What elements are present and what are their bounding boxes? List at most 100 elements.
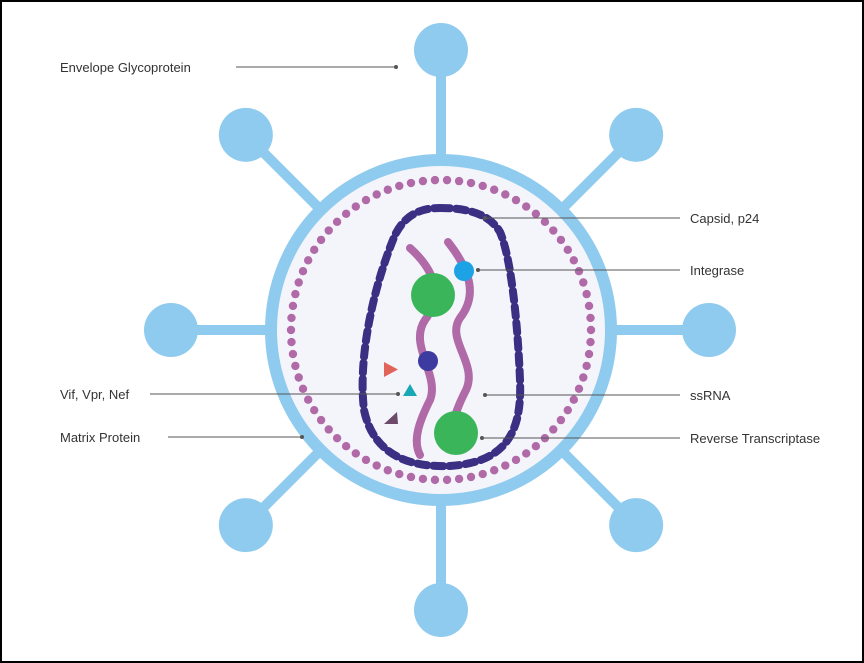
matrix-protein-dot: [299, 267, 307, 275]
matrix-protein-dot: [479, 182, 487, 190]
spike-head-top: [414, 23, 468, 77]
reverse-transcriptase-upper: [411, 273, 455, 317]
label-integrase: Integrase: [690, 263, 744, 278]
spike-head-right: [682, 303, 736, 357]
matrix-protein-dot: [582, 362, 590, 370]
matrix-protein-dot: [299, 385, 307, 393]
matrix-protein-dot: [304, 396, 312, 404]
matrix-protein-dot: [585, 350, 593, 358]
matrix-protein-dot: [557, 236, 565, 244]
spike-head-bottom-right: [609, 498, 663, 552]
matrix-protein-dot: [579, 373, 587, 381]
spike-head-top-right: [609, 108, 663, 162]
matrix-protein-dot: [586, 338, 594, 346]
spike-head-top-left: [219, 108, 273, 162]
protease-dot: [418, 351, 438, 371]
matrix-protein-dot: [455, 177, 463, 185]
reverse-transcriptase-leader-dot: [480, 436, 484, 440]
matrix-protein-dot: [310, 406, 318, 414]
matrix-protein-dot: [575, 267, 583, 275]
matrix-protein-dot: [575, 385, 583, 393]
matrix-protein-dot: [395, 470, 403, 478]
matrix-protein-dot: [372, 461, 380, 469]
matrix-protein-dot: [289, 302, 297, 310]
label-matrix-protein: Matrix Protein: [60, 430, 140, 445]
matrix-protein-dot: [587, 326, 595, 334]
matrix-protein-dot: [362, 196, 370, 204]
matrix-protein-dot: [479, 470, 487, 478]
matrix-protein-dot: [522, 449, 530, 457]
matrix-protein-dot: [384, 186, 392, 194]
matrix-protein-dot: [467, 179, 475, 187]
matrix-protein-dot: [532, 210, 540, 218]
matrix-protein-dot: [443, 476, 451, 484]
matrix-protein-dot: [372, 190, 380, 198]
matrix-protein-dot: [549, 425, 557, 433]
matrix-protein-dot: [490, 186, 498, 194]
matrix-protein-dot: [325, 425, 333, 433]
matrix-protein-dot: [304, 256, 312, 264]
matrix-protein-dot: [291, 290, 299, 298]
matrix-protein-dot: [287, 326, 295, 334]
matrix-protein-dot: [582, 290, 590, 298]
matrix-protein-dot: [342, 442, 350, 450]
matrix-protein-dot: [352, 202, 360, 210]
matrix-protein-dot: [362, 456, 370, 464]
matrix-protein-dot: [317, 236, 325, 244]
matrix-protein-dot: [407, 179, 415, 187]
matrix-protein-dot: [586, 314, 594, 322]
matrix-protein-dot: [585, 302, 593, 310]
matrix-protein-dot: [291, 362, 299, 370]
vif-vpr-nef-leader-dot: [396, 392, 400, 396]
matrix-protein-dot: [419, 177, 427, 185]
spike-head-bottom: [414, 583, 468, 637]
integrase-dot: [454, 261, 474, 281]
matrix-protein-dot: [512, 196, 520, 204]
label-reverse-transcriptase: Reverse Transcriptase: [690, 431, 820, 446]
matrix-protein-dot: [310, 246, 318, 254]
matrix-protein-dot: [564, 246, 572, 254]
matrix-protein-dot: [443, 176, 451, 184]
matrix-protein-dot: [570, 396, 578, 404]
matrix-protein-dot: [384, 466, 392, 474]
matrix-protein-dot: [287, 338, 295, 346]
integrase-leader-dot: [476, 268, 480, 272]
ssrna-leader-dot: [483, 393, 487, 397]
matrix-protein-dot: [295, 373, 303, 381]
matrix-protein-dot: [342, 210, 350, 218]
matrix-protein-dot: [295, 278, 303, 286]
matrix-protein-dot: [455, 475, 463, 483]
matrix-protein-dot: [289, 350, 297, 358]
matrix-protein-dot: [467, 473, 475, 481]
matrix-protein-dot: [570, 256, 578, 264]
label-vif-vpr-nef: Vif, Vpr, Nef: [60, 387, 130, 402]
matrix-protein-dot: [287, 314, 295, 322]
matrix-protein-dot: [564, 406, 572, 414]
matrix-protein-dot: [512, 456, 520, 464]
capsid-leader-dot: [483, 216, 487, 220]
matrix-protein-dot: [431, 176, 439, 184]
label-ssrna: ssRNA: [690, 388, 731, 403]
matrix-protein-dot: [333, 434, 341, 442]
matrix-protein-dot: [541, 218, 549, 226]
spike-head-left: [144, 303, 198, 357]
spike-head-bottom-left: [219, 498, 273, 552]
matrix-protein-dot: [431, 476, 439, 484]
matrix-protein-dot: [407, 473, 415, 481]
matrix-protein-dot: [579, 278, 587, 286]
matrix-protein-dot: [557, 416, 565, 424]
matrix-protein-dot: [501, 461, 509, 469]
matrix-protein-leader-dot: [300, 435, 304, 439]
matrix-protein-dot: [395, 182, 403, 190]
matrix-protein-dot: [549, 226, 557, 234]
matrix-protein-dot: [522, 202, 530, 210]
matrix-protein-dot: [501, 190, 509, 198]
matrix-protein-dot: [490, 466, 498, 474]
matrix-protein-dot: [532, 442, 540, 450]
matrix-protein-dot: [325, 226, 333, 234]
matrix-protein-dot: [419, 475, 427, 483]
matrix-protein-dot: [352, 449, 360, 457]
label-capsid: Capsid, p24: [690, 211, 759, 226]
label-envelope-glycoprotein: Envelope Glycoprotein: [60, 60, 191, 75]
